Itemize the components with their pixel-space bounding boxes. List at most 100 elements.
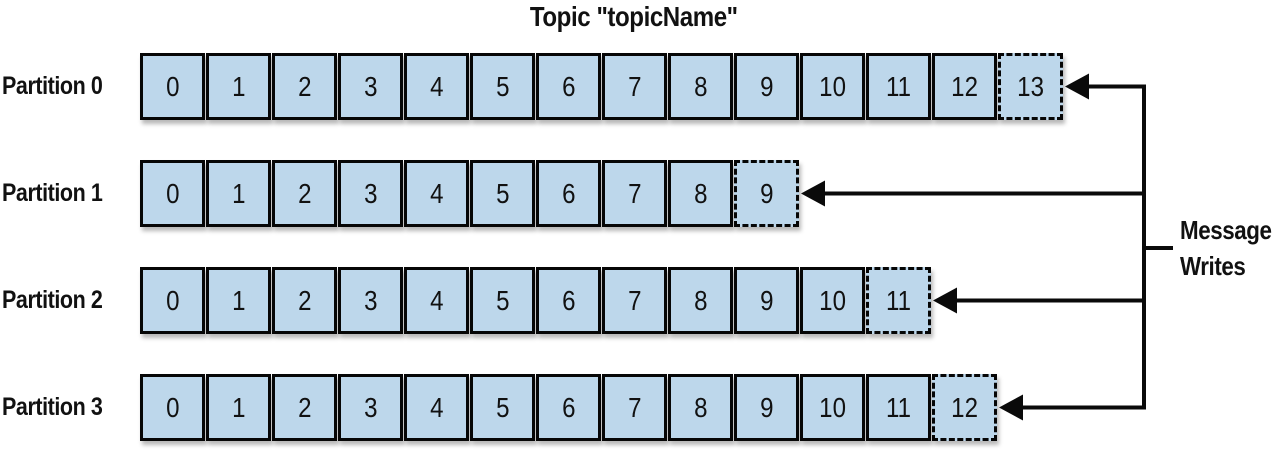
- message-writes-trunk-line: [1021, 84, 1146, 410]
- message-cell: 6: [536, 267, 601, 334]
- message-cell: 8: [668, 53, 733, 120]
- partition-label-text: Partition 3: [2, 393, 103, 421]
- message-offset: 4: [429, 70, 444, 102]
- message-cell: 3: [338, 160, 403, 227]
- message-cell: 4: [404, 160, 469, 227]
- message-offset: 13: [1017, 70, 1044, 102]
- message-offset: 8: [693, 177, 708, 209]
- message-offset: 1: [231, 391, 246, 423]
- next-message-cell: 12: [932, 374, 997, 441]
- message-cell: 8: [668, 267, 733, 334]
- partition-label-1: Partition 1: [2, 160, 119, 227]
- message-offset: 1: [231, 177, 246, 209]
- message-cell: 7: [602, 53, 667, 120]
- message-cell: 9: [734, 53, 799, 120]
- message-cell: 1: [206, 267, 271, 334]
- message-offset: 5: [495, 70, 510, 102]
- message-cell: 6: [536, 374, 601, 441]
- message-offset: 10: [819, 284, 846, 316]
- message-offset: 6: [561, 391, 576, 423]
- partition-label-text: Partition 0: [2, 72, 103, 100]
- message-cell: 12: [932, 53, 997, 120]
- message-offset: 11: [885, 284, 911, 316]
- message-cell: 11: [866, 374, 931, 441]
- message-offset: 1: [231, 284, 246, 316]
- message-writes-label: Message Writes: [1180, 212, 1280, 284]
- message-cell: 0: [140, 374, 205, 441]
- message-offset: 9: [759, 391, 774, 423]
- message-offset: 6: [561, 177, 576, 209]
- message-cell: 5: [470, 160, 535, 227]
- message-cell: 6: [536, 160, 601, 227]
- message-cell: 11: [866, 53, 931, 120]
- message-cell: 10: [800, 53, 865, 120]
- message-offset: 6: [561, 284, 576, 316]
- message-offset: 9: [759, 284, 774, 316]
- message-offset: 0: [165, 70, 180, 102]
- message-cell: 7: [602, 160, 667, 227]
- message-offset: 2: [297, 284, 312, 316]
- message-offset: 3: [363, 70, 378, 102]
- message-offset: 2: [297, 70, 312, 102]
- partition-label-text: Partition 1: [2, 179, 103, 207]
- message-cell: 5: [470, 267, 535, 334]
- message-writes-line1: Message: [1180, 215, 1272, 245]
- message-cell: 5: [470, 53, 535, 120]
- diagram-title: Topic "topicName": [0, 1, 1268, 33]
- message-offset: 8: [693, 391, 708, 423]
- message-offset: 11: [885, 391, 911, 423]
- message-offset: 6: [561, 70, 576, 102]
- message-cell: 4: [404, 267, 469, 334]
- message-offset: 0: [165, 391, 180, 423]
- diagram-title-text: Topic "topicName": [530, 1, 738, 32]
- partition-label-text: Partition 2: [2, 286, 103, 314]
- message-offset: 10: [819, 70, 846, 102]
- message-cell: 7: [602, 267, 667, 334]
- message-cell: 2: [272, 160, 337, 227]
- message-offset: 3: [363, 284, 378, 316]
- message-cell: 10: [800, 267, 865, 334]
- message-cell: 2: [272, 53, 337, 120]
- message-offset: 3: [363, 391, 378, 423]
- message-offset: 12: [951, 391, 978, 423]
- message-offset: 4: [429, 177, 444, 209]
- message-cell: 1: [206, 374, 271, 441]
- message-cell: 2: [272, 374, 337, 441]
- message-cell: 9: [734, 267, 799, 334]
- message-offset: 9: [759, 177, 774, 209]
- message-cell: 7: [602, 374, 667, 441]
- message-offset: 4: [429, 391, 444, 423]
- partition-label-0: Partition 0: [2, 53, 119, 120]
- message-cell: 4: [404, 374, 469, 441]
- message-offset: 5: [495, 284, 510, 316]
- message-offset: 10: [819, 391, 846, 423]
- message-offset: 7: [627, 177, 642, 209]
- partition-label-2: Partition 2: [2, 267, 119, 334]
- message-offset: 9: [759, 70, 774, 102]
- message-cell: 0: [140, 160, 205, 227]
- next-message-cell: 11: [866, 267, 931, 334]
- message-offset: 0: [165, 284, 180, 316]
- message-cell: 0: [140, 267, 205, 334]
- message-cell: 1: [206, 53, 271, 120]
- message-cell: 3: [338, 53, 403, 120]
- message-offset: 5: [495, 177, 510, 209]
- message-cell: 10: [800, 374, 865, 441]
- message-offset: 8: [693, 284, 708, 316]
- message-offset: 2: [297, 391, 312, 423]
- message-offset: 11: [885, 70, 911, 102]
- message-offset: 7: [627, 391, 642, 423]
- message-cell: 8: [668, 374, 733, 441]
- message-cell: 1: [206, 160, 271, 227]
- next-message-cell: 13: [998, 53, 1063, 120]
- message-offset: 7: [627, 70, 642, 102]
